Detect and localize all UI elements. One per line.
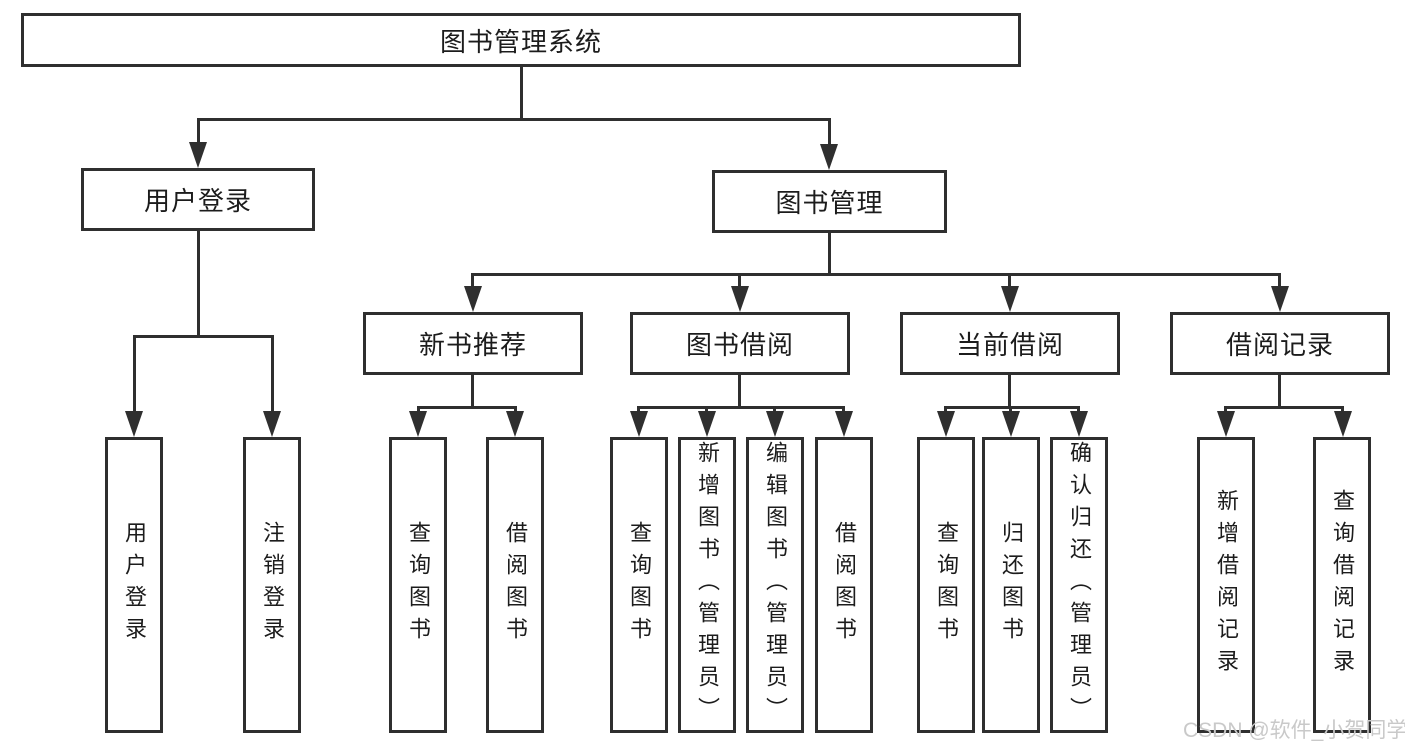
connector-line (133, 335, 273, 338)
arrow-down-icon (1334, 411, 1352, 437)
connector-line (1009, 406, 1012, 411)
connector-line (418, 406, 516, 409)
leaf-add-books-admin: 新增图书（管理员） (678, 437, 736, 733)
arrow-down-icon (820, 144, 838, 170)
connector-line (738, 273, 741, 286)
leaf-borrow-books-label: 借阅图书 (832, 521, 857, 649)
leaf-recommend-borrow-books-label: 借阅图书 (503, 521, 528, 649)
connector-line (514, 406, 517, 411)
connector-line (471, 273, 474, 286)
connector-line (417, 406, 420, 411)
arrow-down-icon (1002, 411, 1020, 437)
connector-line (1224, 406, 1227, 411)
node-root: 图书管理系统 (21, 13, 1021, 67)
arrow-down-icon (937, 411, 955, 437)
connector-line (133, 335, 136, 411)
connector-line (1278, 273, 1281, 286)
connector-line (473, 273, 1281, 276)
leaf-recommend-borrow-books: 借阅图书 (486, 437, 544, 733)
node-book-management-label: 图书管理 (775, 188, 884, 218)
leaf-user-login: 用户登录 (105, 437, 163, 733)
connector-line (471, 375, 474, 406)
arrow-down-icon (506, 411, 524, 437)
leaf-recommend-query-books: 查询图书 (389, 437, 447, 733)
csdn-watermark: CSDN @软件_小贺同学 (1183, 719, 1405, 742)
leaf-query-borrow-record-label: 查询借阅记录 (1330, 489, 1355, 681)
connector-line (828, 233, 831, 273)
leaf-borrow-query-books: 查询图书 (610, 437, 668, 733)
arrow-down-icon (263, 411, 281, 437)
leaf-confirm-return-admin: 确认归还（管理员） (1050, 437, 1108, 733)
leaf-logout-label: 注销登录 (260, 521, 285, 649)
connector-line (842, 406, 845, 411)
leaf-borrow-query-books-label: 查询图书 (627, 521, 652, 649)
leaf-edit-books-admin: 编辑图书（管理员） (746, 437, 804, 733)
leaf-return-books-label: 归还图书 (999, 521, 1024, 649)
connector-line (828, 118, 831, 144)
arrow-down-icon (409, 411, 427, 437)
connector-line (705, 406, 708, 411)
connector-line (1008, 375, 1011, 406)
leaf-current-query-books-label: 查询图书 (934, 521, 959, 649)
connector-line (1278, 375, 1281, 406)
leaf-add-books-admin-label: 新增图书（管理员） (695, 441, 720, 729)
node-current-borrow: 当前借阅 (900, 312, 1120, 375)
connector-line (1077, 406, 1080, 411)
connector-line (944, 406, 947, 411)
node-book-borrow-label: 图书借阅 (685, 330, 794, 360)
arrow-down-icon (630, 411, 648, 437)
connector-line (198, 118, 830, 121)
node-borrow-records-label: 借阅记录 (1225, 330, 1334, 360)
leaf-return-books: 归还图书 (982, 437, 1040, 733)
node-user-login-label: 用户登录 (143, 186, 252, 216)
connector-line (946, 406, 1080, 409)
arrow-down-icon (125, 411, 143, 437)
arrow-down-icon (731, 286, 749, 312)
connector-line (520, 67, 523, 120)
arrow-down-icon (1217, 411, 1235, 437)
leaf-borrow-books: 借阅图书 (815, 437, 873, 733)
arrow-down-icon (1271, 286, 1289, 312)
leaf-query-borrow-record: 查询借阅记录 (1313, 437, 1371, 733)
node-user-login: 用户登录 (81, 168, 315, 231)
arrow-down-icon (464, 286, 482, 312)
connector-line (1008, 273, 1011, 286)
connector-line (271, 335, 274, 411)
leaf-add-borrow-record-label: 新增借阅记录 (1214, 489, 1239, 681)
node-current-borrow-label: 当前借阅 (955, 330, 1064, 360)
connector-line (738, 375, 741, 406)
leaf-confirm-return-admin-label: 确认归还（管理员） (1067, 441, 1092, 729)
leaf-edit-books-admin-label: 编辑图书（管理员） (763, 441, 788, 729)
leaf-current-query-books: 查询图书 (917, 437, 975, 733)
arrow-down-icon (835, 411, 853, 437)
connector-line (773, 406, 776, 411)
arrow-down-icon (1070, 411, 1088, 437)
connector-line (639, 406, 844, 409)
connector-line (637, 406, 640, 411)
leaf-user-login-label: 用户登录 (122, 521, 147, 649)
node-root-label: 图书管理系统 (439, 26, 602, 57)
arrow-down-icon (766, 411, 784, 437)
connector-line (1341, 406, 1344, 411)
node-book-management: 图书管理 (712, 170, 947, 233)
node-new-book-recommend: 新书推荐 (363, 312, 583, 375)
connector-line (197, 118, 200, 142)
leaf-logout: 注销登录 (243, 437, 301, 733)
node-borrow-records: 借阅记录 (1170, 312, 1390, 375)
node-book-borrow: 图书借阅 (630, 312, 850, 375)
arrow-down-icon (1001, 286, 1019, 312)
connector-line (197, 231, 200, 335)
arrow-down-icon (698, 411, 716, 437)
arrow-down-icon (189, 142, 207, 168)
node-new-book-recommend-label: 新书推荐 (418, 330, 527, 360)
leaf-add-borrow-record: 新增借阅记录 (1197, 437, 1255, 733)
connector-line (1226, 406, 1344, 409)
leaf-recommend-query-books-label: 查询图书 (406, 521, 431, 649)
